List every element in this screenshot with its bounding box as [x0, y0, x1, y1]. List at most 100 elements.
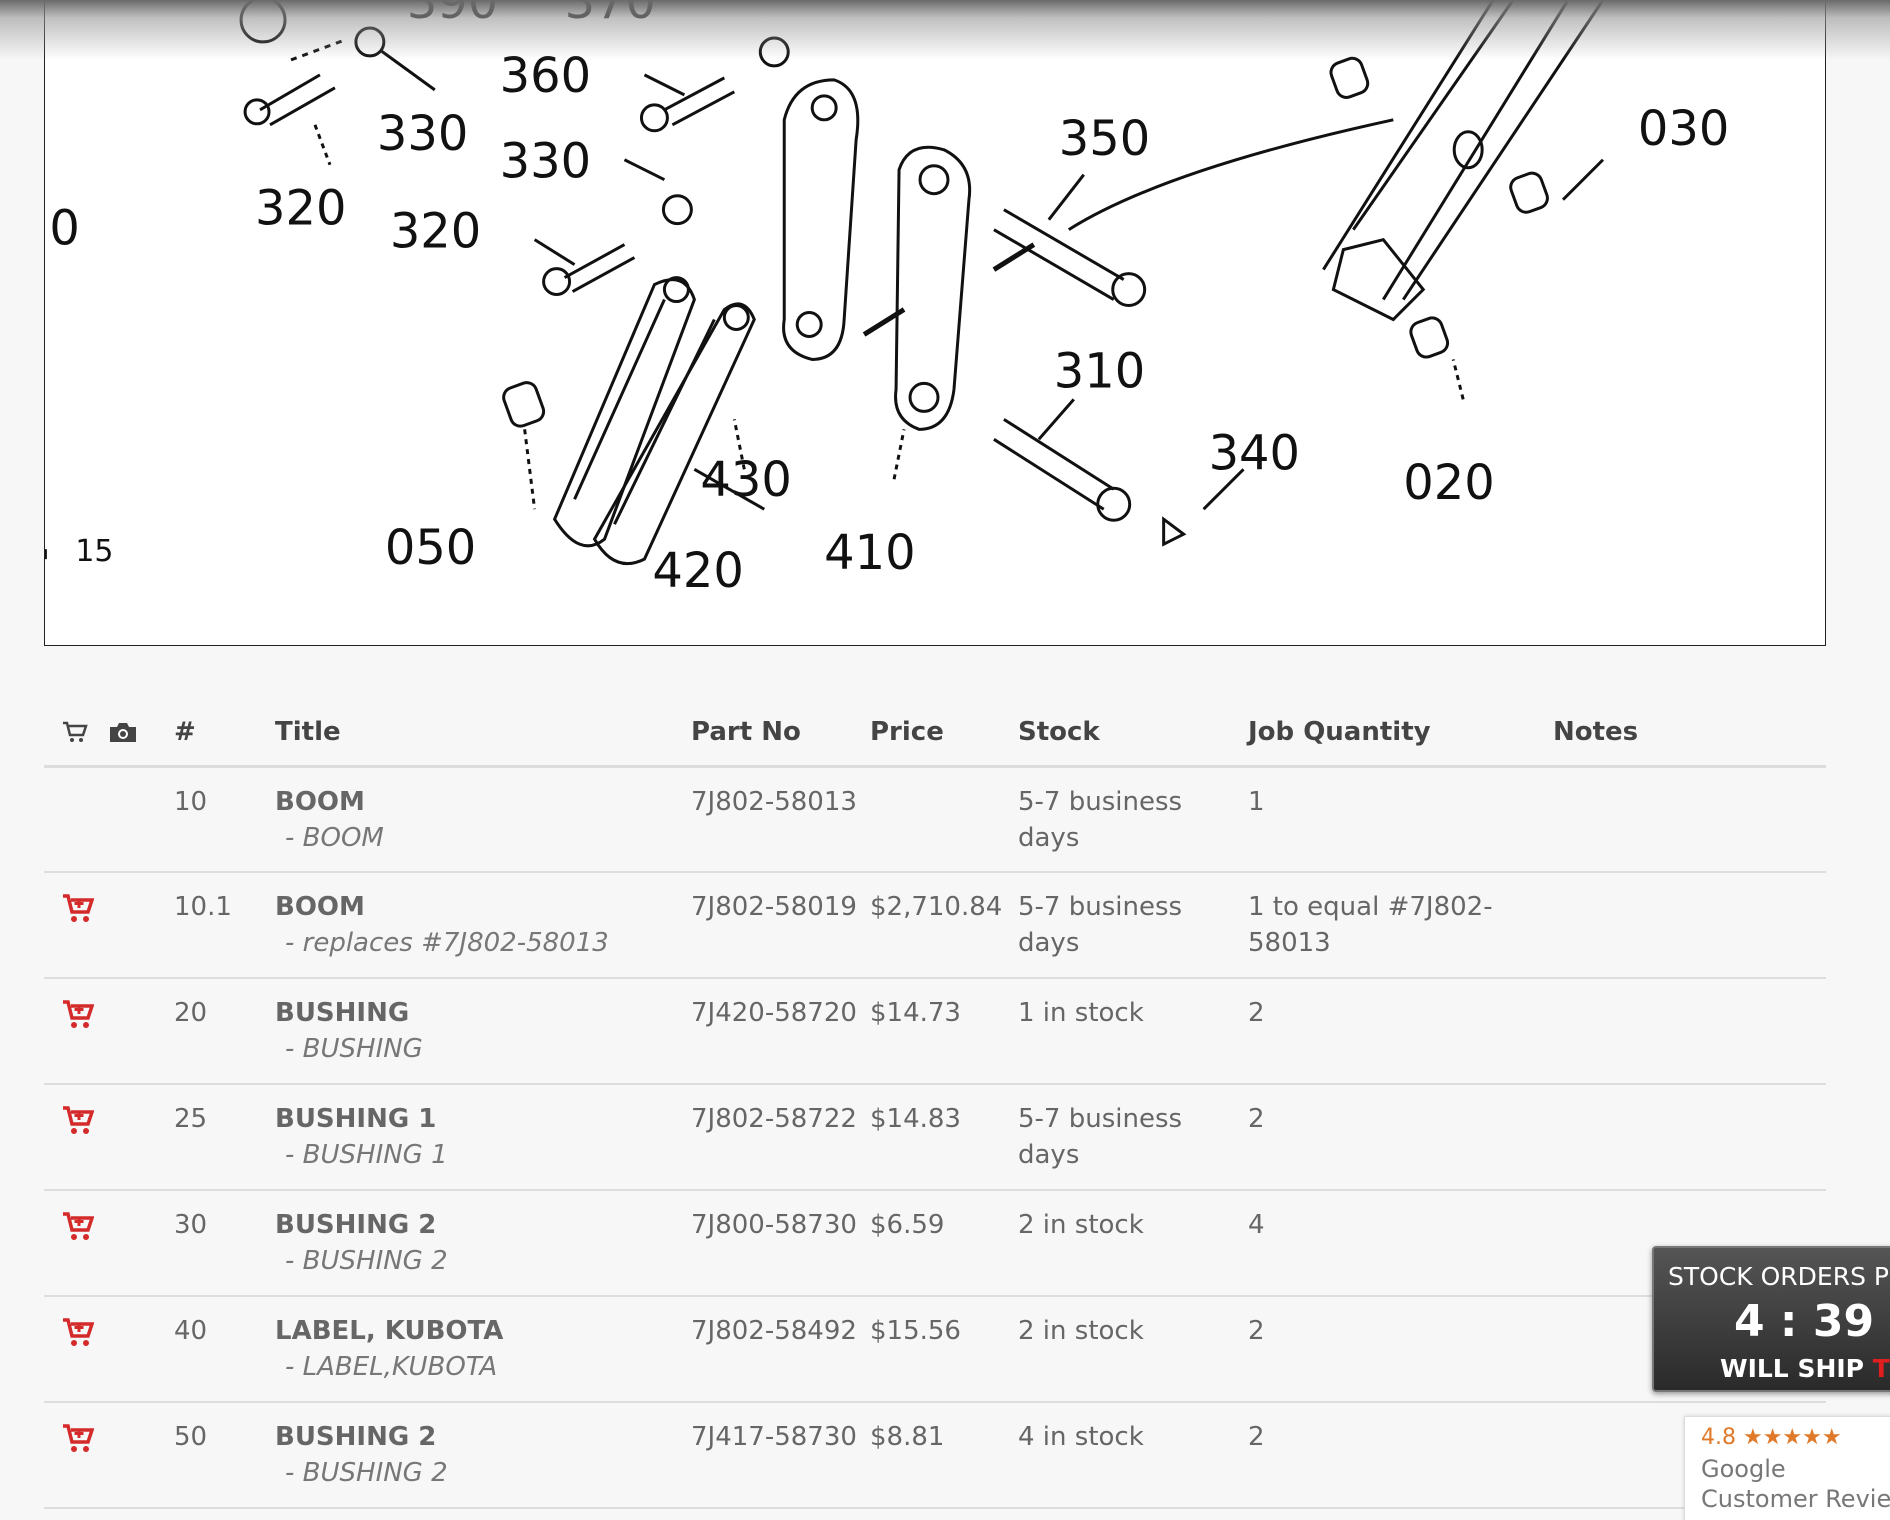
row-title: BOOM [275, 892, 365, 922]
add-to-cart-button[interactable] [44, 978, 108, 1085]
row-qty: 2 [1248, 1084, 1553, 1191]
row-title-cell: BOOM - BOOM [275, 766, 691, 873]
row-title-cell: BUSHING 2 - BUSHING 2 [275, 1402, 691, 1509]
add-to-cart-button[interactable] [44, 1402, 108, 1509]
row-notes [1553, 978, 1826, 1085]
add-to-cart-icon[interactable] [62, 1423, 94, 1453]
callout-15: 15 [75, 534, 113, 569]
row-subtitle: - BOOM [285, 822, 384, 853]
callout-340: 340 [1209, 426, 1300, 481]
add-to-cart-icon[interactable] [62, 1105, 94, 1135]
row-price: $6.59 [870, 1190, 1018, 1297]
row-subtitle: - BUSHING 1 [285, 1140, 448, 1170]
photo-cell [108, 872, 174, 979]
row-number: 20 [174, 978, 275, 1085]
callout-020: 020 [1403, 456, 1494, 511]
table-row: 20 BUSHING - BUSHING 7J420-58720 $14.73 … [44, 978, 1826, 1085]
row-price [870, 766, 1018, 873]
row-number: 25 [174, 1084, 275, 1191]
callout-320-b: 320 [390, 205, 481, 260]
review-rating: 4.8 ★★★★★ [1701, 1425, 1842, 1450]
table-row: 40 LABEL, KUBOTA - LABEL,KUBOTA 7J802-58… [44, 1296, 1826, 1403]
add-to-cart-button[interactable] [44, 872, 108, 979]
row-part-no: 7J417-58730 [691, 1402, 870, 1509]
row-qty: 2 [1248, 978, 1553, 1085]
review-label: Customer Reviev [1701, 1485, 1890, 1513]
countdown-timer: 4 : 39 : 1 [1734, 1296, 1890, 1347]
row-stock: 4 in stock [1018, 1402, 1248, 1509]
row-stock: 2 in stock [1018, 1296, 1248, 1403]
row-number: 10.1 [174, 872, 275, 979]
row-title-cell: BUSHING 2 - BUSHING 2 [275, 1190, 691, 1297]
row-title-cell: LABEL, KUBOTA - LABEL,KUBOTA [275, 1296, 691, 1403]
row-price: $15.56 [870, 1296, 1018, 1403]
ship-notice: WILL SHIP TO [1720, 1354, 1890, 1383]
ship-prefix: WILL SHIP [1720, 1354, 1873, 1383]
row-title-cell: BOOM - replaces #7J802-58013 [275, 872, 691, 979]
ship-highlight: TO [1872, 1354, 1890, 1383]
row-subtitle: - replaces #7J802-58013 [285, 928, 609, 958]
photo-cell [108, 1190, 174, 1297]
row-part-no: 7J802-58722 [691, 1084, 870, 1191]
review-brand: Google [1701, 1455, 1786, 1483]
row-stock: 2 in stock [1018, 1190, 1248, 1297]
callout-030: 030 [1638, 102, 1729, 157]
add-to-cart-icon[interactable] [62, 1211, 94, 1241]
row-part-no: 7J420-58720 [691, 978, 870, 1085]
header-notes: Notes [1553, 700, 1826, 768]
callout-320-a: 320 [255, 182, 346, 237]
row-stock: 1 in stock [1018, 978, 1248, 1085]
table-row: 30 BUSHING 2 - BUSHING 2 7J800-58730 $6.… [44, 1190, 1826, 1297]
row-price: $14.83 [870, 1084, 1018, 1191]
row-number: 40 [174, 1296, 275, 1403]
callout-410: 410 [824, 526, 915, 581]
add-to-cart-icon[interactable] [62, 893, 94, 923]
table-header-row: # Title Part No Price Stock Job Quantity… [44, 700, 1826, 768]
header-photo [108, 700, 174, 768]
row-stock: 5-7 business days [1018, 872, 1248, 979]
row-number: 10 [174, 766, 275, 873]
add-to-cart-icon[interactable] [62, 999, 94, 1029]
header-job-quantity: Job Quantity [1248, 700, 1553, 768]
row-price: $2,710.84 [870, 872, 1018, 979]
row-qty: 1 to equal #7J802-58013 [1248, 872, 1553, 979]
table-row: 25 BUSHING 1 - BUSHING 1 7J802-58722 $14… [44, 1084, 1826, 1191]
add-to-cart-button[interactable] [44, 1296, 108, 1403]
row-part-no: 7J800-58730 [691, 1190, 870, 1297]
photo-cell [108, 1402, 174, 1509]
callout-330-b: 330 [500, 135, 591, 190]
row-qty: 4 [1248, 1190, 1553, 1297]
cart-cell-empty [44, 766, 108, 873]
stock-orders-countdown[interactable]: STOCK ORDERS PL 4 : 39 : 1 WILL SHIP TO [1652, 1246, 1890, 1392]
row-title-cell: BUSHING - BUSHING [275, 978, 691, 1085]
header-title: Title [275, 700, 691, 768]
parts-diagram: 390 370 360 330 330 320 320 0 15 050 420… [44, 0, 1826, 646]
row-part-no: 7J802-58013 [691, 766, 870, 873]
row-price: $14.73 [870, 978, 1018, 1085]
callout-350: 350 [1059, 112, 1150, 167]
row-price: $8.81 [870, 1402, 1018, 1509]
top-shadow [0, 0, 1890, 60]
exploded-view-drawing: 390 370 360 330 330 320 320 0 15 050 420… [45, 0, 1729, 599]
add-to-cart-button[interactable] [44, 1190, 108, 1297]
row-stock: 5-7 business days [1018, 766, 1248, 873]
camera-icon [110, 723, 136, 743]
row-title: BUSHING 2 [275, 1210, 437, 1240]
add-to-cart-button[interactable] [44, 1084, 108, 1191]
row-stock: 5-7 business days [1018, 1084, 1248, 1191]
table-row: 10.1 BOOM - replaces #7J802-58013 7J802-… [44, 872, 1826, 979]
google-reviews-badge[interactable]: 4.8 ★★★★★ Google Customer Reviev [1684, 1416, 1890, 1520]
add-to-cart-icon[interactable] [62, 1317, 94, 1347]
row-number: 50 [174, 1402, 275, 1509]
row-qty: 2 [1248, 1296, 1553, 1403]
row-title: BUSHING 2 [275, 1422, 437, 1452]
photo-cell [108, 978, 174, 1085]
table-row: 50 BUSHING 2 - BUSHING 2 7J417-58730 $8.… [44, 1402, 1826, 1509]
photo-cell [108, 1084, 174, 1191]
callout-050: 050 [385, 521, 476, 576]
row-subtitle: - BUSHING 2 [285, 1458, 448, 1488]
header-number: # [174, 700, 275, 768]
row-subtitle: - BUSHING 2 [285, 1246, 448, 1276]
parts-table: # Title Part No Price Stock Job Quantity… [44, 700, 1826, 1509]
row-title: BUSHING [275, 998, 410, 1028]
